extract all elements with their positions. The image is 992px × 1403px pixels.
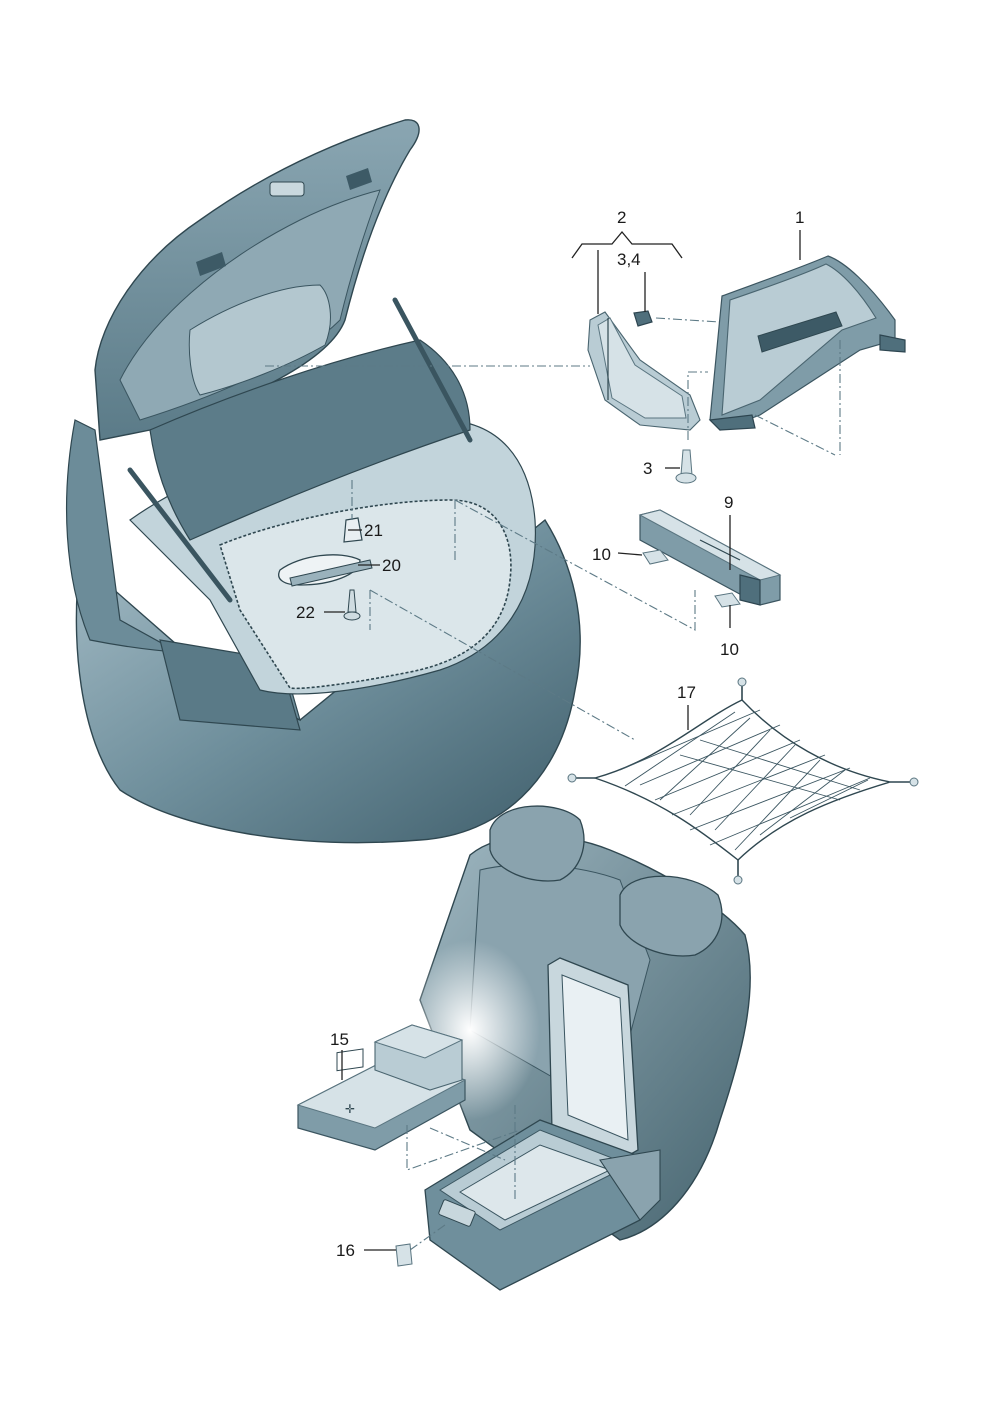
lid-handle xyxy=(269,181,305,197)
part-9-bag xyxy=(638,509,782,606)
part-15-first-aid-kit: ✛ xyxy=(296,1024,467,1151)
callout-10-a: 10 xyxy=(592,545,611,564)
part-1-side-panel xyxy=(708,255,906,431)
callout-3-4: 3,4 xyxy=(617,250,641,269)
assembly-lines-car xyxy=(265,365,696,741)
rear-seat-illustration xyxy=(419,805,751,1291)
callout-16: 16 xyxy=(336,1241,355,1260)
callout-9: 9 xyxy=(724,493,733,512)
lid-clip-right xyxy=(346,168,372,190)
parcel-shelf xyxy=(149,339,471,541)
screw xyxy=(347,589,357,613)
headrest-left xyxy=(489,805,585,882)
part-3-rivet xyxy=(675,449,697,484)
part-2-side-trim xyxy=(587,311,701,431)
gas-strut-right xyxy=(392,297,473,443)
tie-down-strap xyxy=(289,559,373,587)
callout-17: 17 xyxy=(677,683,696,702)
leader-lines xyxy=(324,230,801,1251)
callout-21: 21 xyxy=(364,521,383,540)
callout-20: 20 xyxy=(382,556,401,575)
part-10-patch-b xyxy=(714,592,741,608)
callout-3: 3 xyxy=(643,459,652,478)
callout-22: 22 xyxy=(296,603,315,622)
screw-head xyxy=(343,611,361,621)
callout-1: 1 xyxy=(795,208,804,227)
car-rear-illustration xyxy=(65,119,581,844)
part-3-4-clip xyxy=(633,310,653,327)
assembly-lines-seat xyxy=(406,1105,521,1251)
headrest-right xyxy=(619,875,723,957)
cross-icon: ✛ xyxy=(345,1102,355,1116)
gas-strut-left xyxy=(127,467,233,603)
callout-15: 15 xyxy=(330,1030,349,1049)
part-17-cargo-net xyxy=(567,677,919,885)
callout-2: 2 xyxy=(617,208,626,227)
trunk-floor xyxy=(219,499,512,690)
part-16-sticker xyxy=(395,1243,413,1267)
callout-10-b: 10 xyxy=(720,640,739,659)
lid-recess xyxy=(188,284,331,396)
lid-clip-left xyxy=(196,252,226,276)
callout-labels: 1 2 3,4 3 9 10 10 21 20 22 17 15 16 xyxy=(296,208,804,1260)
part-10-patch-a xyxy=(642,549,669,565)
